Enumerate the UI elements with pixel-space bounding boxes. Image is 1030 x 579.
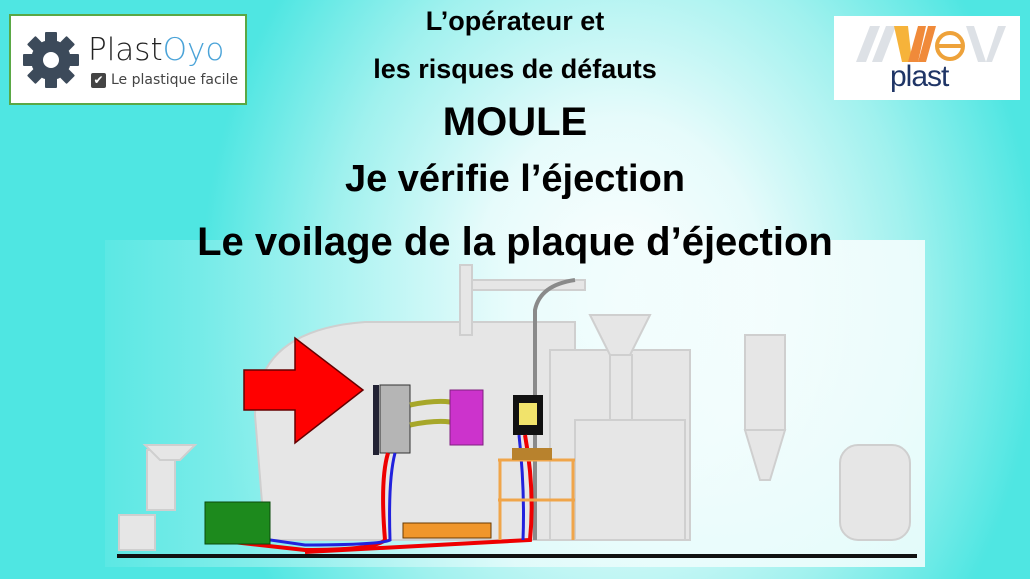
brand-tagline: Le plastique facile bbox=[111, 72, 239, 88]
injection-machine-illustration bbox=[105, 240, 925, 567]
plastoyo-logo: PlastOyo ✔ Le plastique facile bbox=[9, 14, 247, 105]
temperature-controller bbox=[204, 501, 271, 545]
title-line-4: Je vérifie l’éjection bbox=[344, 158, 686, 200]
title-line-2: les risques de défauts bbox=[373, 54, 657, 84]
title-line-3: MOULE bbox=[442, 100, 588, 144]
floor-line bbox=[117, 554, 917, 558]
red-arrow-icon bbox=[243, 336, 365, 445]
brand-name: PlastOyo bbox=[88, 32, 225, 68]
title-line-5: Le voilage de la plaque d’éjection bbox=[197, 220, 833, 264]
checkbox-icon: ✔ bbox=[91, 73, 106, 88]
awev-wordmark-icon bbox=[856, 26, 1006, 62]
title-line-1: L’opérateur et bbox=[425, 6, 605, 36]
awev-subtitle: plast bbox=[890, 60, 949, 93]
gear-icon bbox=[23, 32, 79, 88]
awev-plast-logo: plast bbox=[834, 16, 1020, 100]
mould bbox=[373, 384, 543, 455]
